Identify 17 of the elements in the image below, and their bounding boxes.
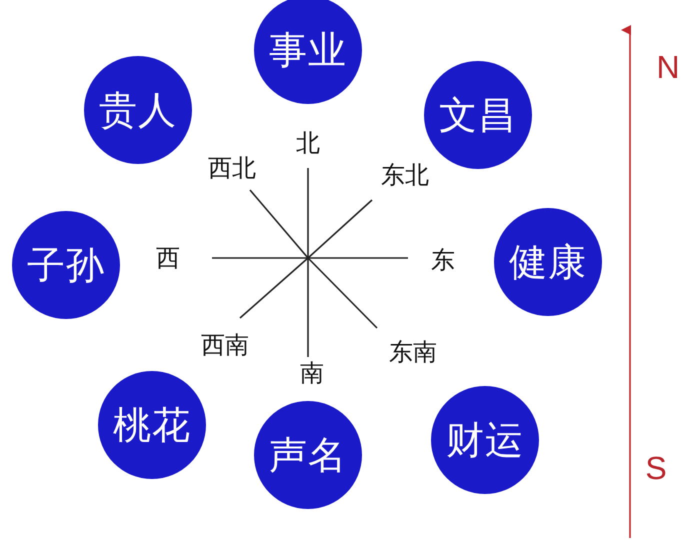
sector-label: 贵人 xyxy=(99,91,177,129)
sector-label: 文昌 xyxy=(439,96,517,134)
direction-label: 东北 xyxy=(381,163,429,187)
sector-label: 桃花 xyxy=(113,406,191,444)
direction-label: 西南 xyxy=(201,333,249,357)
sector-label: 声名 xyxy=(269,436,347,474)
direction-label: 东 xyxy=(431,248,455,272)
direction-label: 东南 xyxy=(389,340,437,364)
sector-label: 子孙 xyxy=(27,246,105,284)
sector-label: 财运 xyxy=(446,421,524,459)
direction-label: 西 xyxy=(156,246,180,270)
sector-label: 事业 xyxy=(269,31,347,69)
direction-label: 西北 xyxy=(208,156,256,180)
compass-letter: S xyxy=(645,452,667,484)
sector-label: 健康 xyxy=(509,243,587,281)
compass-letter: N xyxy=(656,51,680,83)
direction-label: 北 xyxy=(296,131,320,155)
